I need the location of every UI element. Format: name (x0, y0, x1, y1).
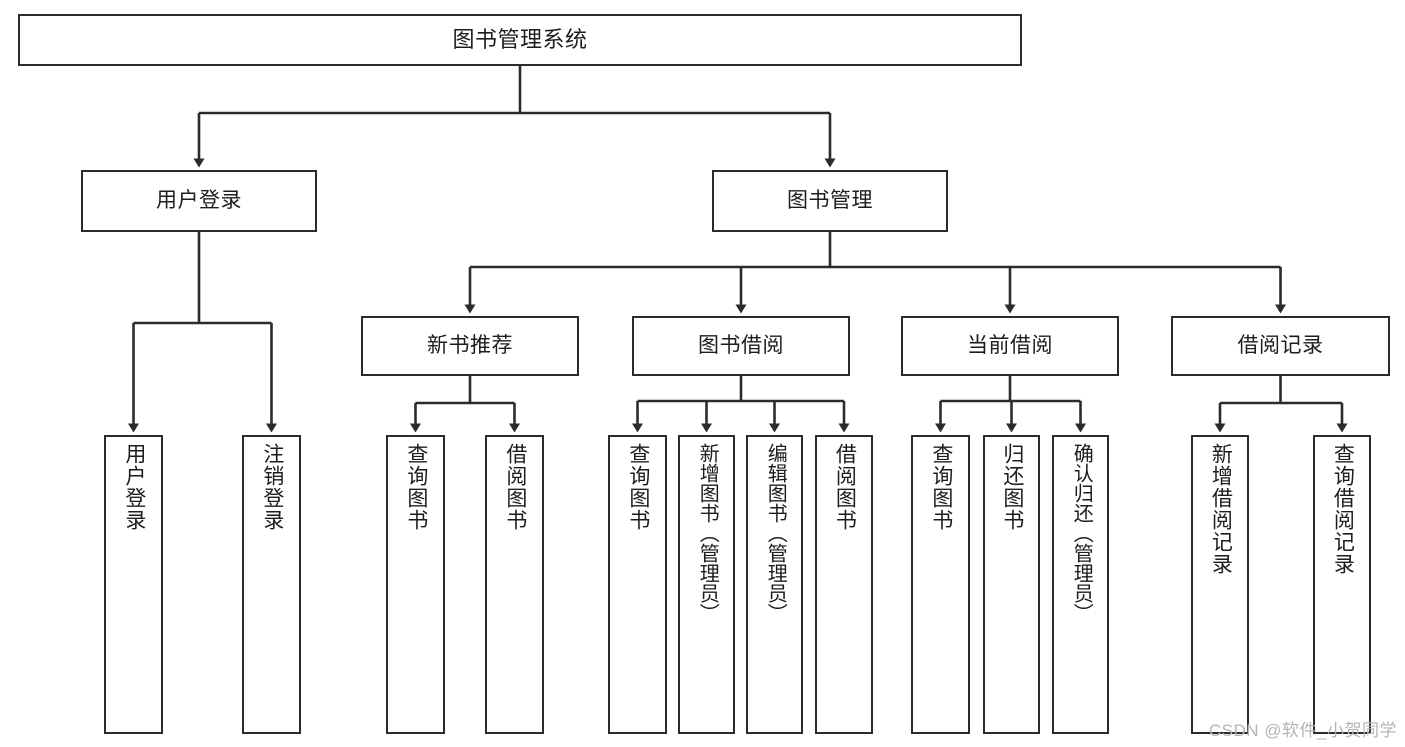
node-label: 查询图书 (929, 443, 953, 531)
node-bookmgmt[interactable]: 图书管理 (712, 170, 948, 232)
node-label: 确认归还（管理员） (1070, 443, 1093, 623)
node-label: 用户登录 (122, 443, 146, 531)
node-label: 借阅记录 (1237, 333, 1324, 357)
node-leaf-edit-book[interactable]: 编辑图书（管理员） (746, 435, 803, 734)
node-label: 新增图书（管理员） (696, 443, 719, 623)
node-label: 图书借阅 (698, 333, 784, 357)
node-label: 用户登录 (156, 188, 242, 212)
node-leaf-return-book[interactable]: 归还图书 (983, 435, 1040, 734)
node-leaf-user-logout[interactable]: 注销登录 (242, 435, 301, 734)
node-label: 编辑图书（管理员） (764, 443, 787, 623)
node-borrow[interactable]: 图书借阅 (632, 316, 850, 376)
node-leaf-user-login[interactable]: 用户登录 (104, 435, 163, 734)
csdn-watermark: CSDN @软件_小贺同学 (1208, 721, 1397, 740)
node-label: 归还图书 (1000, 443, 1024, 531)
node-leaf-add-record[interactable]: 新增借阅记录 (1191, 435, 1249, 734)
node-label: 查询借阅记录 (1331, 443, 1355, 575)
node-leaf-borrow-book-2[interactable]: 借阅图书 (815, 435, 873, 734)
node-label: 查询图书 (626, 443, 650, 531)
node-root[interactable]: 图书管理系统 (18, 14, 1022, 66)
node-label: 查询图书 (404, 443, 428, 531)
node-leaf-query-book-3[interactable]: 查询图书 (911, 435, 970, 734)
node-label: 新增借阅记录 (1209, 443, 1233, 575)
node-records[interactable]: 借阅记录 (1171, 316, 1390, 376)
node-label: 借阅图书 (503, 443, 527, 531)
node-leaf-query-book-2[interactable]: 查询图书 (608, 435, 667, 734)
node-leaf-confirm-return[interactable]: 确认归还（管理员） (1052, 435, 1109, 734)
node-leaf-query-record[interactable]: 查询借阅记录 (1313, 435, 1371, 734)
node-leaf-query-book-1[interactable]: 查询图书 (386, 435, 445, 734)
node-leaf-borrow-book-1[interactable]: 借阅图书 (485, 435, 544, 734)
node-login[interactable]: 用户登录 (81, 170, 317, 232)
node-label: 图书管理系统 (452, 27, 588, 53)
node-label: 当前借阅 (967, 333, 1053, 357)
node-label: 新书推荐 (427, 333, 513, 357)
node-label: 注销登录 (260, 443, 284, 531)
node-label: 借阅图书 (833, 443, 857, 531)
node-current[interactable]: 当前借阅 (901, 316, 1119, 376)
node-newbook[interactable]: 新书推荐 (361, 316, 579, 376)
node-label: 图书管理 (787, 188, 873, 212)
node-leaf-add-book[interactable]: 新增图书（管理员） (678, 435, 735, 734)
